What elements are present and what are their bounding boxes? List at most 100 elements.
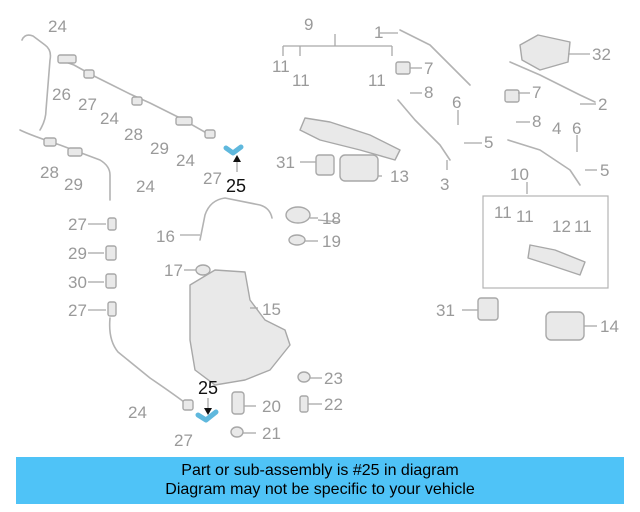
label-27: 27 (78, 95, 97, 114)
pump-31b (477, 297, 499, 321)
label-26: 26 (52, 85, 71, 104)
label-6: 6 (452, 93, 461, 112)
reservoir-15 (189, 269, 291, 386)
label-32: 32 (592, 45, 611, 64)
label-17: 17 (164, 261, 183, 280)
hose-24-lower (108, 317, 189, 406)
label-29: 29 (64, 175, 83, 194)
label-5: 5 (484, 133, 493, 152)
arrow-25-upper (233, 155, 241, 162)
wiper-linkage (299, 117, 401, 161)
label-11: 11 (494, 203, 512, 222)
group-box-10 (482, 195, 609, 289)
connector-29 (175, 116, 193, 126)
label-24: 24 (48, 17, 67, 36)
filler-neck-16 (199, 197, 273, 241)
connector-28 (131, 96, 143, 106)
nozzle-27c (107, 217, 117, 231)
part-25-lower-highlight (195, 409, 219, 423)
connector-28b (43, 137, 57, 147)
label-31: 31 (436, 301, 455, 320)
parts-diagram: 24 9 1 32 11 11 11 26 27 24 28 29 24 27 … (19, 15, 619, 450)
label-27: 27 (68, 301, 87, 320)
motor-13 (339, 154, 379, 182)
label-13: 13 (390, 167, 409, 186)
label-7: 7 (424, 59, 433, 78)
wiper-arm-3 (397, 99, 451, 161)
label-25-lower: 25 (198, 378, 218, 398)
bracket-9 (282, 34, 393, 56)
label-5: 5 (600, 161, 609, 180)
plug-30 (105, 273, 117, 289)
pump-31a (315, 154, 335, 176)
seal-19 (288, 234, 306, 246)
banner-line-2: Diagram may not be specific to your vehi… (165, 481, 475, 498)
connector-27 (83, 69, 95, 79)
label-24: 24 (136, 177, 155, 196)
label-24: 24 (128, 403, 147, 422)
label-27: 27 (68, 215, 87, 234)
wiper-blade-2 (509, 61, 596, 103)
label-11: 11 (368, 71, 386, 90)
label-15: 15 (262, 300, 281, 319)
sensor-22 (299, 395, 309, 413)
connector-26 (57, 54, 77, 64)
valve-29c (105, 245, 117, 261)
cover-32 (519, 34, 571, 71)
nozzle-27d (107, 301, 117, 317)
label-28: 28 (40, 163, 59, 182)
label-8: 8 (532, 112, 541, 131)
clip-7a (395, 61, 411, 75)
label-21: 21 (262, 424, 281, 443)
label-24: 24 (100, 109, 119, 128)
label-29: 29 (68, 244, 87, 263)
label-27: 27 (174, 431, 193, 450)
arrow-25-lower (204, 408, 212, 415)
label-20: 20 (262, 397, 281, 416)
label-4: 4 (552, 119, 561, 138)
label-10: 10 (510, 165, 529, 184)
label-1: 1 (374, 23, 383, 42)
label-18: 18 (322, 209, 341, 228)
label-14: 14 (600, 317, 619, 336)
label-7: 7 (532, 83, 541, 102)
linkage-12 (527, 244, 586, 276)
label-30: 30 (68, 273, 87, 292)
part-25-upper-highlight (223, 144, 244, 156)
clip-7b (504, 89, 520, 103)
cap-18 (285, 206, 311, 224)
seal-21 (230, 426, 244, 438)
label-2: 2 (598, 95, 607, 114)
grommet-23 (297, 371, 311, 383)
banner-line-1: Part or sub-assembly is #25 in diagram (181, 462, 459, 479)
motor-14 (545, 311, 585, 341)
label-27: 27 (203, 169, 222, 188)
pump-20 (231, 391, 245, 415)
connector-27b (204, 129, 216, 139)
label-25-upper: 25 (226, 176, 246, 196)
connector-29b (67, 147, 83, 157)
info-banner: Part or sub-assembly is #25 in diagram D… (16, 457, 624, 504)
label-3: 3 (440, 175, 449, 194)
label-11: 11 (292, 71, 310, 90)
label-16: 16 (156, 227, 175, 246)
label-9: 9 (304, 15, 313, 34)
hose-lower-left (19, 129, 111, 201)
label-11: 11 (516, 207, 534, 226)
label-11: 11 (574, 217, 592, 236)
label-22: 22 (324, 395, 343, 414)
label-28: 28 (124, 125, 143, 144)
label-12: 12 (552, 217, 571, 236)
label-31: 31 (276, 153, 295, 172)
hose-24-upper (21, 34, 52, 131)
label-8: 8 (424, 83, 433, 102)
wiper-blade-1 (399, 29, 471, 86)
label-23: 23 (324, 369, 343, 388)
nozzle-27e (182, 399, 194, 411)
label-24: 24 (176, 151, 195, 170)
label-19: 19 (322, 232, 341, 251)
label-6: 6 (572, 119, 581, 138)
leader-lines (88, 32, 597, 434)
wiper-arm-4 (507, 139, 581, 186)
label-29: 29 (150, 139, 169, 158)
